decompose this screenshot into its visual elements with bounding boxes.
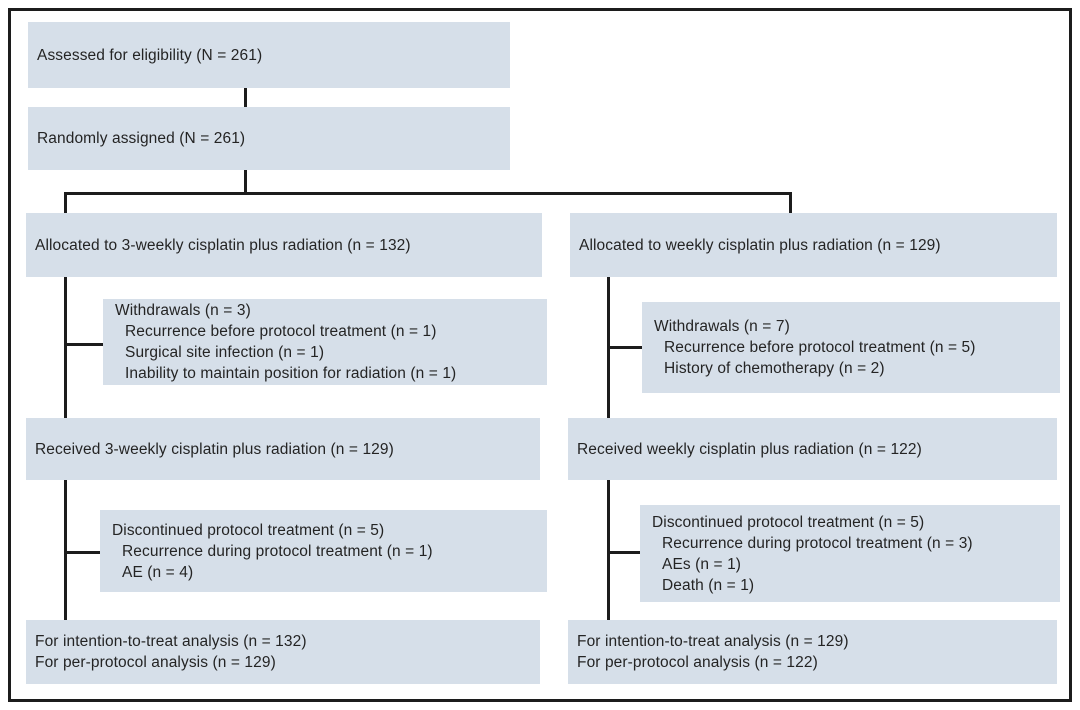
discontinued-right-title: Discontinued protocol treatment (n = 5) [652, 513, 925, 531]
box-analysis-right: For intention-to-treat analysis (n = 129… [568, 620, 1057, 684]
discontinued-right-item: AEs (n = 1) [662, 555, 742, 573]
connector-left-spine [64, 192, 67, 622]
analysis-right-per-protocol: For per-protocol analysis (n = 122) [577, 654, 818, 671]
box-discontinued-left: Discontinued protocol treatment (n = 5) … [100, 510, 547, 592]
connector-assessed-to-randomized [244, 86, 247, 109]
box-received-right: Received weekly cisplatin plus radiation… [568, 418, 1057, 480]
discontinued-right-item: Recurrence during protocol treatment (n … [662, 534, 973, 552]
box-assessed-eligibility: Assessed for eligibility (N = 261) [28, 22, 510, 88]
discontinued-right-item: Death (n = 1) [662, 576, 755, 594]
discontinued-left-item: Recurrence during protocol treatment (n … [122, 542, 433, 560]
allocated-right-label: Allocated to weekly cisplatin plus radia… [579, 236, 941, 254]
box-analysis-left: For intention-to-treat analysis (n = 132… [26, 620, 540, 684]
withdrawals-left-item: Recurrence before protocol treatment (n … [125, 323, 437, 340]
discontinued-left-title: Discontinued protocol treatment (n = 5) [112, 521, 385, 539]
connector-left-withdrawals-stub [64, 343, 104, 346]
figure-border [8, 8, 1072, 702]
received-right-label: Received weekly cisplatin plus radiation… [577, 440, 922, 458]
withdrawals-left-item: Surgical site infection (n = 1) [125, 344, 325, 361]
box-randomly-assigned: Randomly assigned (N = 261) [28, 107, 510, 170]
connector-left-discontinued-stub [64, 551, 102, 554]
withdrawals-right-item: History of chemotherapy (n = 2) [664, 360, 885, 377]
analysis-right-itt: For intention-to-treat analysis (n = 129… [577, 633, 849, 650]
withdrawals-right-item: Recurrence before protocol treatment (n … [664, 339, 976, 356]
randomly-assigned-label: Randomly assigned (N = 261) [37, 130, 246, 147]
allocated-left-label: Allocated to 3-weekly cisplatin plus rad… [35, 236, 411, 254]
connector-branch-horizontal [64, 192, 792, 195]
received-left-label: Received 3-weekly cisplatin plus radiati… [35, 440, 394, 458]
connector-right-drop [789, 192, 792, 218]
analysis-left-per-protocol: For per-protocol analysis (n = 129) [35, 654, 276, 671]
box-withdrawals-left: Withdrawals (n = 3) Recurrence before pr… [103, 299, 547, 385]
analysis-left-itt: For intention-to-treat analysis (n = 132… [35, 633, 307, 650]
connector-right-discontinued-stub [607, 551, 641, 554]
box-allocated-right: Allocated to weekly cisplatin plus radia… [570, 213, 1057, 277]
box-discontinued-right: Discontinued protocol treatment (n = 5) … [640, 505, 1060, 602]
connector-right-withdrawals-stub [607, 346, 643, 349]
box-withdrawals-right: Withdrawals (n = 7) Recurrence before pr… [642, 302, 1060, 393]
withdrawals-left-item: Inability to maintain position for radia… [125, 365, 457, 382]
assessed-eligibility-label: Assessed for eligibility (N = 261) [37, 46, 263, 64]
discontinued-left-item: AE (n = 4) [122, 563, 194, 581]
withdrawals-right-title: Withdrawals (n = 7) [654, 318, 790, 335]
connector-randomized-stem [244, 168, 247, 195]
box-allocated-left: Allocated to 3-weekly cisplatin plus rad… [26, 213, 542, 277]
box-received-left: Received 3-weekly cisplatin plus radiati… [26, 418, 540, 480]
withdrawals-left-title: Withdrawals (n = 3) [115, 302, 251, 319]
